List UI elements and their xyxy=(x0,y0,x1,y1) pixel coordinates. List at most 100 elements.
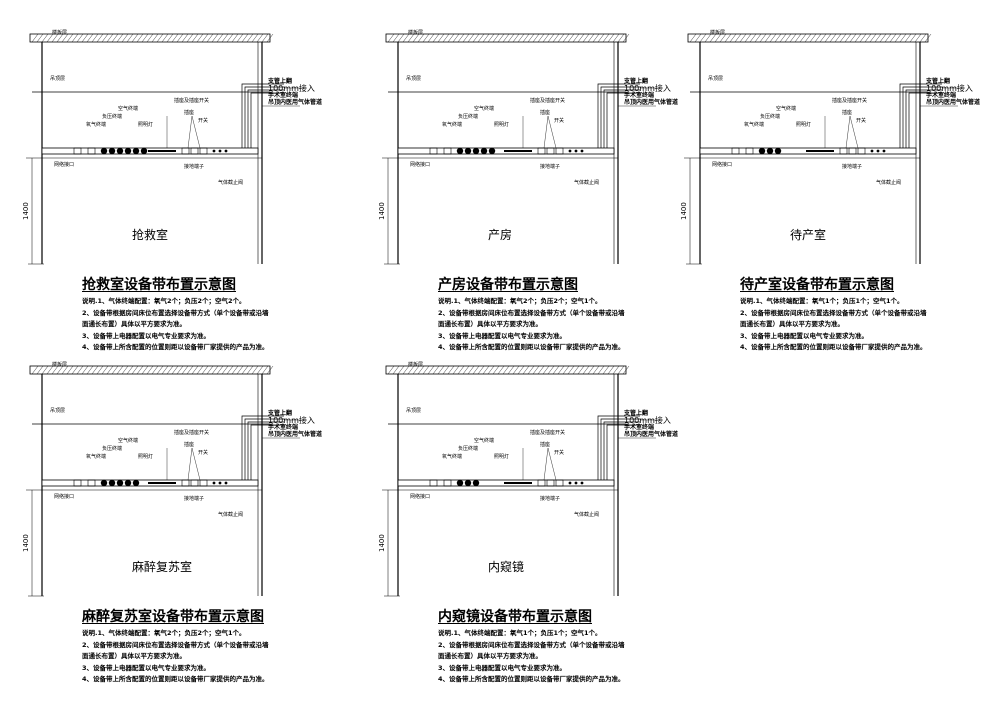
supply-line-1: 支管上翻 xyxy=(268,78,293,85)
hatch-stroke xyxy=(749,33,757,43)
hatch-stroke xyxy=(221,365,229,375)
gas-terminal xyxy=(100,147,108,155)
hatch-stroke xyxy=(522,33,530,43)
network-label: 网络接口 xyxy=(410,162,431,168)
network-port xyxy=(73,479,82,487)
leader-lines xyxy=(522,87,656,149)
supply-line-2: 100mm接入 xyxy=(624,416,671,425)
hatch-stroke xyxy=(617,33,625,43)
hatch-stroke xyxy=(96,33,104,43)
hatch-stroke xyxy=(617,365,625,375)
ground-terminal xyxy=(212,149,216,153)
hatch-stroke xyxy=(839,33,847,43)
hatch-stroke xyxy=(547,33,555,43)
hatch-stroke xyxy=(859,33,867,43)
gas-terminal xyxy=(116,479,124,487)
hatch-stroke xyxy=(86,365,94,375)
note-line: 4、设备带上所含配置的位置则距以设备带厂家提供的产品为准。 xyxy=(82,343,269,351)
hatch-stroke xyxy=(96,365,104,375)
socket-box xyxy=(745,147,754,155)
hatch-stroke xyxy=(211,365,219,375)
hatch-stroke xyxy=(141,33,149,43)
hatch-stroke xyxy=(517,33,525,43)
gas-terminals xyxy=(456,479,480,487)
socket xyxy=(537,147,546,155)
diagram-title: 麻醉复苏室设备带布置示意图 xyxy=(82,609,264,625)
leader-lines xyxy=(824,87,958,149)
hatch-stroke xyxy=(472,365,480,375)
hatch-stroke xyxy=(612,365,620,375)
hatch-stroke xyxy=(542,365,550,375)
hatch-stroke xyxy=(41,33,49,43)
network-port xyxy=(429,479,438,487)
ground-terminal xyxy=(580,149,584,153)
hatch-stroke xyxy=(689,33,697,43)
hatch-stroke xyxy=(547,365,555,375)
hatch-stroke xyxy=(497,365,505,375)
floor-slab-label: 楼板层 xyxy=(52,362,68,368)
hatch-stroke xyxy=(864,33,872,43)
note-line: 2、设备带根据房间床位布置选择设备带方式（单个设备带或沿墙 xyxy=(438,640,625,649)
hatch-stroke xyxy=(146,365,154,375)
hatch-stroke xyxy=(41,365,49,375)
gas-terminal xyxy=(108,147,116,155)
hatch-stroke xyxy=(799,33,807,43)
vacuum-terminal-label: 负压终端 xyxy=(458,446,479,452)
switch-label: 开关 xyxy=(198,118,209,124)
hatch-stroke xyxy=(266,365,274,375)
hatch-stroke xyxy=(256,33,264,43)
hatch-stroke xyxy=(46,365,54,375)
dimension-1400: 1400 xyxy=(22,202,30,220)
hatch-stroke xyxy=(407,33,415,43)
hatch-stroke xyxy=(437,365,445,375)
hatch-stroke xyxy=(131,33,139,43)
hatch-stroke xyxy=(844,33,852,43)
supply-note: 支管上翻 100mm接入 手术室终端 吊顶内医用气体管道 xyxy=(268,410,322,438)
sockets xyxy=(537,147,584,155)
hatch-stroke xyxy=(46,33,54,43)
floor-slab-label: 楼板层 xyxy=(52,30,68,36)
note-line: 2、设备带根据房间床位布置选择设备带方式（单个设备带或沿墙 xyxy=(82,640,269,649)
hatch-stroke xyxy=(427,33,435,43)
notes-block: 说明.1、气体终端配置：氧气2个；负压2个；空气1个。2、设备带根据房间床位布置… xyxy=(82,628,269,686)
hatch-stroke xyxy=(724,33,732,43)
notes-block: 说明.1、气体终端配置：氧气2个；负压2个；空气1个。2、设备带根据房间床位布置… xyxy=(438,296,625,354)
hatch-stroke xyxy=(567,365,575,375)
socket-switch-label: 插座及插座开关 xyxy=(174,98,210,104)
note-line: 4、设备带上所含配置的位置则距以设备带厂家提供的产品为准。 xyxy=(438,675,625,683)
hatch-stroke xyxy=(914,33,922,43)
gas-terminal xyxy=(132,479,140,487)
note-line: 4、设备带上所含配置的位置则距以设备带厂家提供的产品为准。 xyxy=(740,343,927,351)
note-line: 2、设备带根据房间床位布置选择设备带方式（单个设备带或沿墙 xyxy=(82,308,269,317)
hatch-stroke xyxy=(694,33,702,43)
air-terminal-label: 空气终端 xyxy=(474,438,495,444)
note-line: 面通长布置）具体以平方要求为准。 xyxy=(438,652,542,660)
ground-terminal xyxy=(218,481,222,485)
switch-label: 开关 xyxy=(198,450,209,456)
ground-terminal xyxy=(568,149,572,153)
ground-terminal xyxy=(224,481,228,485)
air-terminal-label: 空气终端 xyxy=(776,106,797,112)
hatch-stroke xyxy=(502,33,510,43)
hatch-stroke xyxy=(869,33,877,43)
socket xyxy=(857,147,866,155)
supply-line-3: 手术室终端 xyxy=(624,92,655,99)
gas-terminals xyxy=(758,147,782,155)
hatch-stroke xyxy=(597,33,605,43)
dimension-1400: 1400 xyxy=(22,534,30,552)
hatch-stroke xyxy=(527,365,535,375)
elevation-drawing xyxy=(382,365,656,597)
hatch-stroke xyxy=(256,365,264,375)
vacuum-terminal-label: 负压终端 xyxy=(760,114,781,120)
supply-note: 支管上翻 100mm接入 手术室终端 吊顶内医用气体管道 xyxy=(268,78,322,106)
hatch-stroke xyxy=(81,365,89,375)
hatch-stroke xyxy=(206,365,214,375)
hatch-stroke xyxy=(597,365,605,375)
valve-label: 气体截止阀 xyxy=(876,180,902,186)
network-label: 网络接口 xyxy=(54,494,75,500)
socket-box xyxy=(87,479,96,487)
note-line: 说明.1、气体终端配置：氧气1个；负压1个；空气1个。 xyxy=(740,297,904,305)
ground-terminal xyxy=(224,149,228,153)
hatch-stroke xyxy=(557,33,565,43)
hatch-stroke xyxy=(577,33,585,43)
